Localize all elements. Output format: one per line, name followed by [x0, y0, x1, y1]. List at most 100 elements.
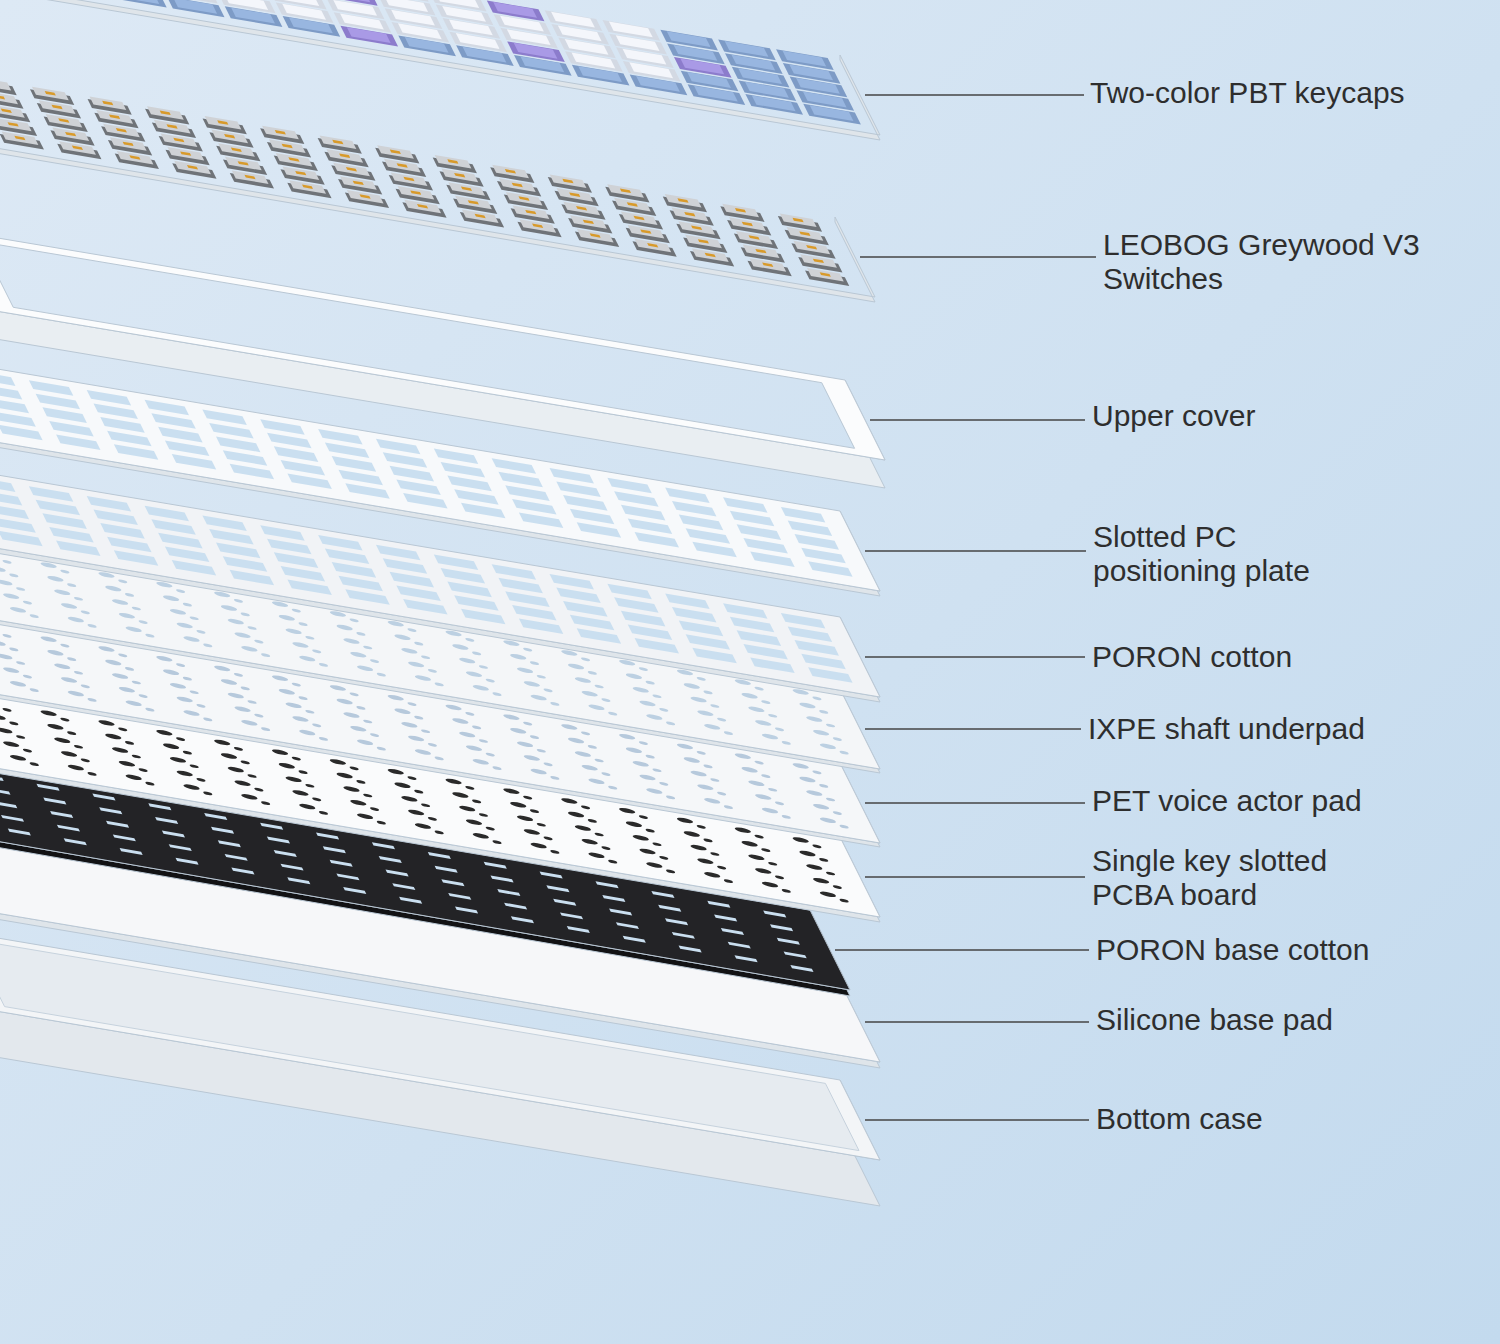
plate-hole: [396, 479, 440, 495]
plate-hole: [223, 556, 267, 572]
pad-dot: [80, 758, 91, 763]
switch-stem: [14, 136, 25, 140]
pad-slot: [336, 873, 359, 880]
pad-slot: [790, 965, 813, 972]
pad-dot: [393, 782, 411, 790]
pad-dot: [29, 614, 40, 619]
pad-dot: [791, 762, 809, 770]
pad-dot: [414, 641, 425, 646]
pad-dot: [233, 705, 251, 713]
switch-housing: [787, 227, 824, 241]
pad-dot: [434, 830, 445, 835]
switch-stem: [806, 245, 817, 249]
pad-dot: [284, 702, 302, 710]
pad-dot: [676, 817, 694, 825]
switch-housing: [506, 192, 543, 206]
pad-dot: [298, 729, 316, 737]
plate-hole: [621, 505, 665, 521]
pad-dot: [710, 852, 721, 857]
pad-dot: [754, 686, 765, 691]
pad-dot: [485, 752, 496, 757]
pad-dot: [53, 663, 71, 671]
switch-housing: [634, 239, 671, 253]
plate-hole: [383, 558, 427, 574]
switch-stem: [224, 134, 235, 138]
pad-dot: [284, 776, 302, 784]
plate-hole: [434, 448, 478, 464]
pad-dot: [87, 624, 98, 629]
pad-slot: [435, 866, 458, 873]
pad-dot: [607, 711, 618, 716]
pad-dot: [819, 891, 837, 899]
pad-dot: [145, 707, 156, 712]
layer-surface: [0, 230, 885, 460]
switches: [0, 76, 875, 302]
pad-dot: [9, 647, 19, 652]
pad-dot: [291, 641, 309, 649]
pad-dot: [22, 748, 33, 753]
pad-dot: [66, 657, 77, 662]
pad-dot: [0, 727, 14, 735]
switch-stem: [0, 95, 5, 99]
pad-dot: [832, 885, 843, 890]
switch-housing: [499, 178, 536, 192]
plate-hole: [274, 552, 318, 568]
keycap-side: [398, 36, 456, 57]
pad-dot: [580, 690, 598, 698]
pad-dot: [659, 708, 670, 713]
pad-dot: [145, 633, 156, 638]
plate-hole: [29, 380, 73, 396]
plate-hole: [679, 515, 723, 531]
pad-dot: [645, 680, 656, 685]
switch-stem: [295, 171, 306, 175]
pad-dot: [683, 756, 701, 764]
pad-dot: [145, 781, 156, 786]
pad-dot: [472, 758, 490, 766]
pad-dot: [260, 801, 271, 806]
pad-dot: [138, 768, 149, 773]
pad-dot: [233, 746, 243, 751]
plate-hole: [0, 504, 29, 520]
switch-housing: [519, 219, 556, 233]
pad-dot: [580, 838, 598, 846]
keycap-side: [630, 75, 688, 96]
switch-housing: [154, 120, 191, 134]
pad-dot: [220, 752, 238, 760]
pad-dot: [29, 762, 40, 767]
pad-dot: [240, 612, 250, 617]
pad-dot: [819, 817, 837, 825]
pad-slot: [225, 854, 248, 861]
plate-hole: [145, 506, 189, 522]
pad-dot: [400, 647, 418, 655]
pad-dot: [182, 602, 193, 607]
pad-dot: [601, 772, 612, 777]
pad-slot: [707, 901, 730, 908]
part-label: Upper cover: [1092, 399, 1255, 433]
plate-hole: [36, 394, 80, 410]
switch-housing: [333, 163, 370, 177]
keycap-side: [688, 84, 746, 105]
pad-dot: [472, 832, 490, 840]
plate-hole: [383, 452, 427, 468]
pad-dot: [587, 778, 605, 786]
pad-dot: [9, 573, 19, 578]
pad-slot: [596, 881, 619, 888]
switch-stem: [677, 198, 688, 202]
pad-dot: [0, 565, 7, 573]
keycap-side: [167, 0, 225, 17]
switch-housing: [320, 136, 357, 150]
plate-hole: [498, 578, 542, 594]
switch-housing: [492, 165, 529, 179]
plate-hole: [318, 535, 362, 551]
pad-dot: [124, 593, 135, 598]
pad-slot: [386, 870, 409, 877]
pad-dot: [812, 877, 830, 885]
plate-hole: [318, 429, 362, 445]
pad-dot: [740, 766, 758, 774]
switch-housing: [32, 87, 69, 101]
plate-hole: [519, 513, 563, 529]
pad-dot: [645, 713, 663, 721]
pad-dot: [407, 809, 425, 817]
plate-hole: [788, 521, 832, 537]
pad-dot: [291, 715, 309, 723]
